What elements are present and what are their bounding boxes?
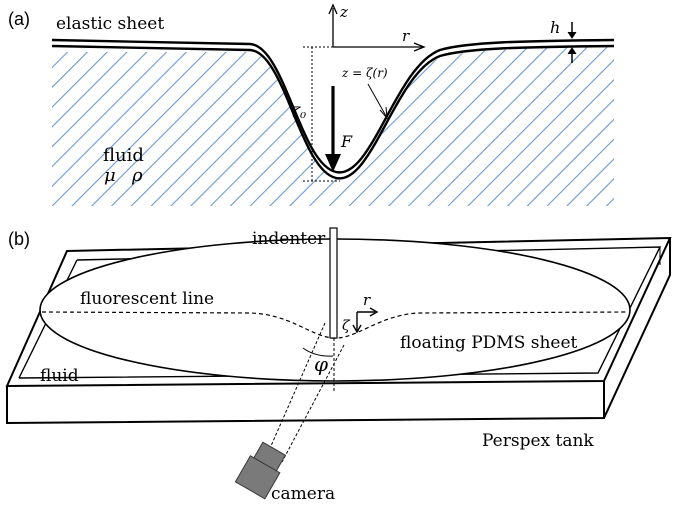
- r-axis-b-arrowhead: [369, 307, 379, 317]
- force-arrowhead: [325, 154, 341, 172]
- profile-leader-arrowhead: [379, 106, 388, 120]
- tank-right: [603, 238, 671, 419]
- floating-sheet-label: floating PDMS sheet: [400, 333, 578, 353]
- profile-leader: [367, 83, 387, 117]
- elastic-sheet-top: [51, 38, 615, 174]
- panel-b: (b) indenter r ζ φ fluorescent li: [5, 227, 672, 504]
- panel-b-tag: (b): [8, 229, 30, 249]
- phi-label: φ: [314, 352, 328, 376]
- tank-label: Perspex tank: [482, 431, 594, 451]
- phi-arc: [302, 347, 334, 357]
- tank-front: [6, 381, 605, 425]
- indenter: [329, 227, 338, 339]
- r-axis-arrowhead: [413, 42, 426, 52]
- profile-equation: z = ζ(r): [341, 66, 388, 80]
- depth-label: ζ₀: [292, 104, 306, 122]
- camera-label: camera: [271, 484, 335, 504]
- axis-r-label: r: [402, 27, 410, 45]
- axis-zeta-label: ζ: [342, 318, 351, 334]
- force-label: F: [340, 132, 353, 151]
- axis-z-label: z: [339, 3, 348, 21]
- elastic-sheet-label: elastic sheet: [56, 14, 164, 34]
- z-axis-arrowhead: [328, 3, 338, 15]
- thickness-label: h: [550, 18, 560, 37]
- panel-a-tag: (a): [8, 9, 30, 29]
- mu-label: μ: [104, 165, 116, 186]
- zeta-axis-b-arrowhead: [352, 324, 362, 334]
- indenter-label: indenter: [252, 229, 326, 249]
- axis-r-b-label: r: [363, 291, 371, 309]
- elastic-sheet-bottom: [51, 44, 615, 180]
- rho-label: ρ: [131, 165, 143, 186]
- thickness-arrowhead-top: [567, 31, 577, 39]
- fluid-label-a: fluid: [103, 145, 144, 166]
- fluorescent-line-label: fluorescent line: [80, 289, 214, 309]
- fluid-label-b: fluid: [40, 366, 79, 386]
- camera-icon: [234, 441, 287, 500]
- panel-a: (a) elastic sheet z r h ζ₀ z = ζ(r): [8, 3, 615, 206]
- sightline-left: [266, 322, 326, 456]
- thickness-arrowhead-bottom: [567, 47, 577, 55]
